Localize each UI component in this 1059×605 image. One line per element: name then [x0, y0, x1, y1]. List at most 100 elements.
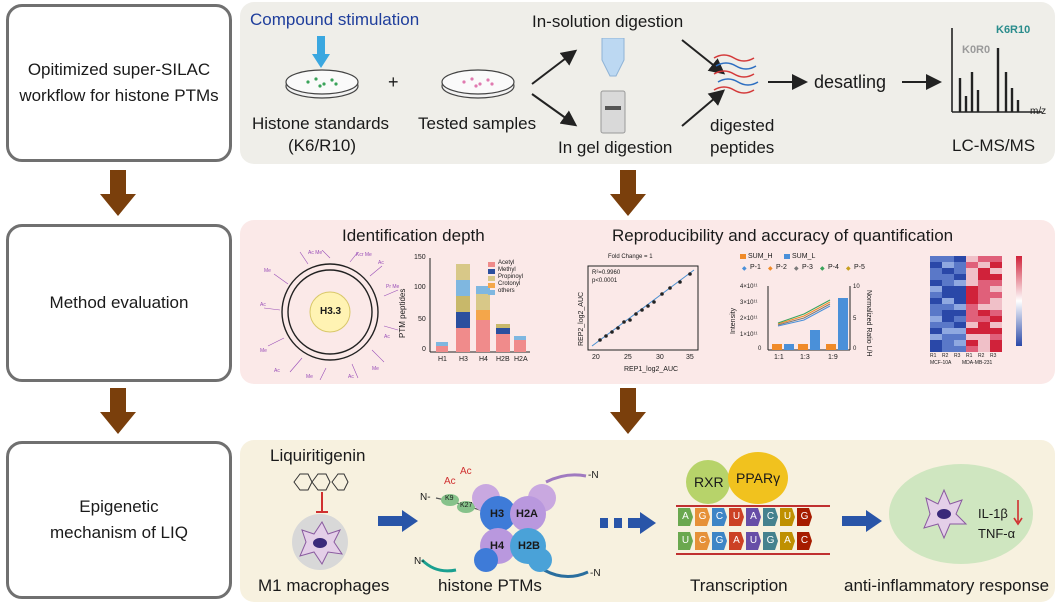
heatmap-cell	[978, 298, 990, 304]
blue-arrow-2	[842, 510, 882, 532]
bar-tick-150: 150	[414, 254, 426, 261]
heatmap-cell	[942, 292, 954, 298]
row1-label: Opitimized super-SILAC workflow for hist…	[19, 60, 219, 105]
heatmap-cell	[954, 262, 966, 268]
ac-label-1: Ac	[444, 476, 456, 487]
quant-ytick-0: 0	[758, 346, 762, 352]
dna-base: G	[695, 508, 710, 526]
transcription-icon	[676, 452, 830, 555]
dna-base: C	[763, 508, 778, 526]
heatmap-cell	[930, 310, 942, 316]
identification-depth-title: Identification depth	[342, 226, 485, 245]
tested-samples-label: Tested samples	[418, 114, 537, 133]
h2a-label: H2A	[516, 508, 539, 520]
heatmap-cell	[930, 298, 942, 304]
heatmap-cell	[978, 268, 990, 274]
heatmap-cell	[966, 304, 978, 310]
quant-ytick-1: 1×10¹¹	[740, 332, 758, 338]
heatmap-cell	[954, 316, 966, 322]
heatmap-cell	[954, 304, 966, 310]
svg-text:◆: ◆	[742, 266, 747, 272]
quant-y2tick-5: 5	[853, 316, 857, 322]
bar-cat-h3: H3	[459, 356, 468, 363]
heatmap-cell	[990, 340, 1002, 346]
heatmap-cell	[942, 298, 954, 304]
scatter-xtick-35: 35	[686, 354, 694, 361]
heatmap-cell	[966, 256, 978, 262]
dna-base: U	[746, 532, 761, 550]
heatmap-cell	[942, 328, 954, 334]
row2-label-box: Method evaluation	[6, 224, 232, 382]
heatmap-cell	[966, 322, 978, 328]
heatmap-cell	[990, 298, 1002, 304]
heatmap-cell	[954, 334, 966, 340]
quant-legend-p4: P-4	[828, 264, 839, 271]
row3-label-box: Epigenetic mechanism of LIQ	[6, 441, 232, 599]
quant-legend-p5: P-5	[854, 264, 865, 271]
heatmap-cell	[966, 268, 978, 274]
bar-legend-others: others	[498, 288, 515, 294]
heatmap-cell	[930, 262, 942, 268]
dna-base: U	[780, 508, 795, 526]
heatmap-cell	[930, 316, 942, 322]
in-solution-label: In-solution digestion	[532, 12, 684, 31]
heatmap-cell	[966, 310, 978, 316]
dna-base: A	[746, 508, 761, 526]
dna-base: A	[678, 508, 693, 526]
heatmap-cell	[930, 286, 942, 292]
blue-arrow-1	[378, 510, 418, 532]
heatmap-cell	[978, 322, 990, 328]
heatmap-cell	[942, 286, 954, 292]
bar-legend-acetyl: Acetyl	[498, 260, 515, 266]
heatmap-cell	[942, 322, 954, 328]
svg-text:Ac Me: Ac Me	[308, 250, 322, 256]
heatmap-col-r1a: R1	[930, 353, 937, 359]
bar-cat-h2b: H2B	[496, 356, 510, 363]
heatmap-cell	[942, 262, 954, 268]
heatmap-col-r2a: R2	[942, 353, 949, 359]
heatmap-cell	[978, 316, 990, 322]
heatmap-cell	[966, 340, 978, 346]
heatmap-group-1: MCF-10A	[930, 360, 952, 366]
svg-text:Me: Me	[264, 268, 271, 274]
n-term-bottom-right: -N	[590, 568, 601, 579]
h4-label: H4	[490, 540, 505, 552]
heatmap-cell	[990, 334, 1002, 340]
heatmap-cell	[954, 322, 966, 328]
bar-tick-100: 100	[414, 284, 426, 291]
n-term-bottom-left: N-	[414, 556, 425, 567]
quant-ytick-2: 2×10¹¹	[740, 316, 758, 322]
arrows-to-digestion	[531, 49, 578, 127]
heatmap-col-r2b: R2	[978, 353, 985, 359]
heatmap-colorbar	[1016, 256, 1022, 346]
heatmap-cell	[990, 292, 1002, 298]
heatmap-cell	[966, 346, 978, 352]
heatmap-cell	[978, 280, 990, 286]
heatmap-cell	[990, 268, 1002, 274]
heatmap-cell	[942, 256, 954, 262]
heatmap-cell	[930, 292, 942, 298]
ac-label-2: Ac	[460, 466, 472, 477]
quant-legend-p2: P-2	[776, 264, 787, 271]
scatter-xtick-20: 20	[592, 354, 600, 361]
petri-dish-samples-icon	[441, 69, 515, 99]
bar-legend-propinoyl: Propinoyl	[498, 274, 524, 280]
n-term-right-top: -N	[588, 470, 599, 481]
heatmap-cell	[966, 292, 978, 298]
k9-label: K9	[445, 495, 454, 502]
quant-y2tick-0: 0	[853, 346, 857, 352]
heatmap-cell	[930, 334, 942, 340]
heatmap-cell	[978, 262, 990, 268]
scatter-xlabel: REP1_log2_AUC	[624, 366, 679, 373]
k6r10-ms-label: K6R10	[996, 24, 1031, 36]
heatmap-cell	[930, 274, 942, 280]
dna-base: C	[695, 532, 710, 550]
quant-chart: ◆◆◆◆◆	[740, 254, 851, 351]
heatmap-cell	[978, 292, 990, 298]
mechanism-panel: Liquiritigenin M1 macrophages	[240, 440, 1055, 602]
heatmap-col-r3a: R3	[954, 353, 961, 359]
heatmap-cell	[978, 310, 990, 316]
heatmap-cell	[966, 286, 978, 292]
heatmap-cell	[942, 346, 954, 352]
quant-ytick-4: 4×10¹¹	[740, 284, 758, 290]
